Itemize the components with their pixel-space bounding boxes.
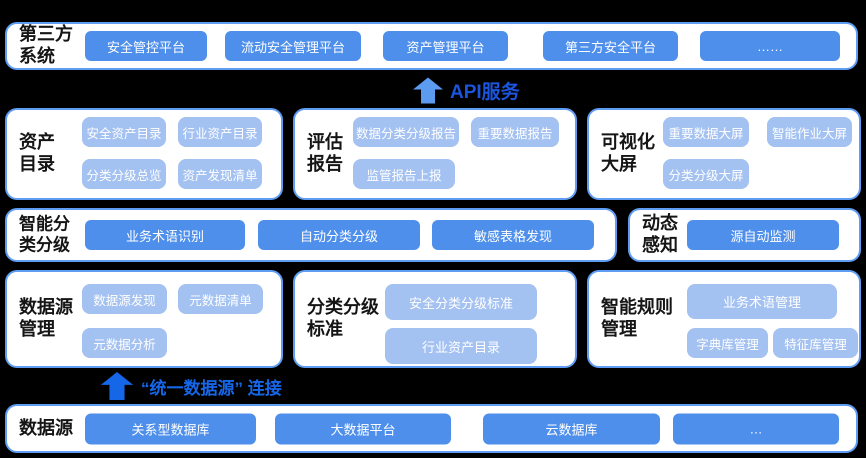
panel-datasource: 数据源 关系型数据库 大数据平台 云数据库 … — [5, 404, 858, 453]
panel-title: 第三方 系统 — [19, 24, 73, 66]
module-button: 行业资产目录 — [385, 328, 537, 364]
module-button: 字典库管理 — [687, 328, 768, 358]
module-button: 分类分级大屏 — [663, 159, 749, 189]
module-button: 敏感表格发现 — [432, 220, 594, 250]
module-button: 重要数据大屏 — [663, 117, 749, 147]
module-button: 数据源发现 — [82, 284, 167, 314]
panel-rule-management: 智能规则 管理 业务术语管理 字典库管理 特征库管理 — [587, 270, 861, 368]
panel-title: 智能分 类分级 — [19, 214, 70, 254]
panel-title: 评估 报告 — [307, 132, 343, 174]
panel-title: 数据源 — [19, 417, 73, 438]
module-button: 数据分类分级报告 — [353, 117, 459, 147]
panel-dynamic-awareness: 动态 感知 源自动监测 — [628, 208, 861, 262]
panel-third-party-systems: 第三方 系统 安全管控平台 流动安全管理平台 资产管理平台 第三方安全平台 …… — [5, 22, 858, 70]
module-button: 分类分级总览 — [82, 159, 166, 189]
module-button: 行业资产目录 — [178, 117, 262, 147]
module-button: 监管报告上报 — [353, 159, 455, 189]
panel-title: 智能规则 管理 — [601, 297, 673, 339]
module-button: 安全资产目录 — [82, 117, 166, 147]
panel-asset-catalog: 资产 目录 安全资产目录 行业资产目录 分类分级总览 资产发现清单 — [5, 108, 283, 200]
up-arrow-icon — [100, 372, 134, 400]
module-button: 业务术语识别 — [85, 220, 245, 250]
module-button: 安全分类分级标准 — [385, 284, 537, 320]
module-button: 云数据库 — [483, 413, 660, 444]
module-button: 业务术语管理 — [687, 284, 837, 319]
panel-title: 动态 感知 — [642, 213, 678, 255]
panel-intelligent-classification: 智能分 类分级 业务术语识别 自动分类分级 敏感表格发现 — [5, 208, 617, 262]
panel-title: 分类分级 标准 — [307, 297, 379, 339]
module-button: 特征库管理 — [773, 328, 858, 358]
module-button: 元数据分析 — [82, 328, 167, 358]
panel-datasource-management: 数据源 管理 数据源发现 元数据清单 元数据分析 — [5, 270, 283, 368]
module-button: 源自动监测 — [687, 220, 839, 250]
module-button: 自动分类分级 — [258, 220, 420, 250]
module-button: 第三方安全平台 — [543, 31, 678, 61]
module-button: 重要数据报告 — [471, 117, 559, 147]
panel-classification-standard: 分类分级 标准 安全分类分级标准 行业资产目录 — [293, 270, 577, 368]
api-service-arrow: API服务 — [413, 77, 520, 104]
module-button: … — [673, 413, 839, 444]
module-button: 流动安全管理平台 — [225, 31, 361, 61]
panel-title: 数据源 管理 — [19, 297, 73, 339]
module-button: 大数据平台 — [275, 413, 451, 444]
module-button: 资产发现清单 — [178, 159, 262, 189]
up-arrow-icon — [413, 77, 443, 104]
module-button: 元数据清单 — [178, 284, 263, 314]
arrow-label: API服务 — [450, 82, 520, 103]
module-button: 资产管理平台 — [383, 31, 508, 61]
panel-title: 资产 目录 — [19, 132, 55, 174]
panel-assessment-report: 评估 报告 数据分类分级报告 重要数据报告 监管报告上报 — [293, 108, 577, 200]
module-button: …… — [700, 31, 840, 61]
module-button: 关系型数据库 — [85, 413, 256, 444]
unified-datasource-arrow: “统一数据源” 连接 — [100, 372, 282, 400]
panel-title: 可视化 大屏 — [601, 132, 655, 174]
module-button: 智能作业大屏 — [767, 117, 852, 147]
arrow-label: “统一数据源” 连接 — [141, 378, 282, 398]
panel-visualization-dashboard: 可视化 大屏 重要数据大屏 智能作业大屏 分类分级大屏 — [587, 108, 861, 200]
module-button: 安全管控平台 — [85, 31, 207, 61]
